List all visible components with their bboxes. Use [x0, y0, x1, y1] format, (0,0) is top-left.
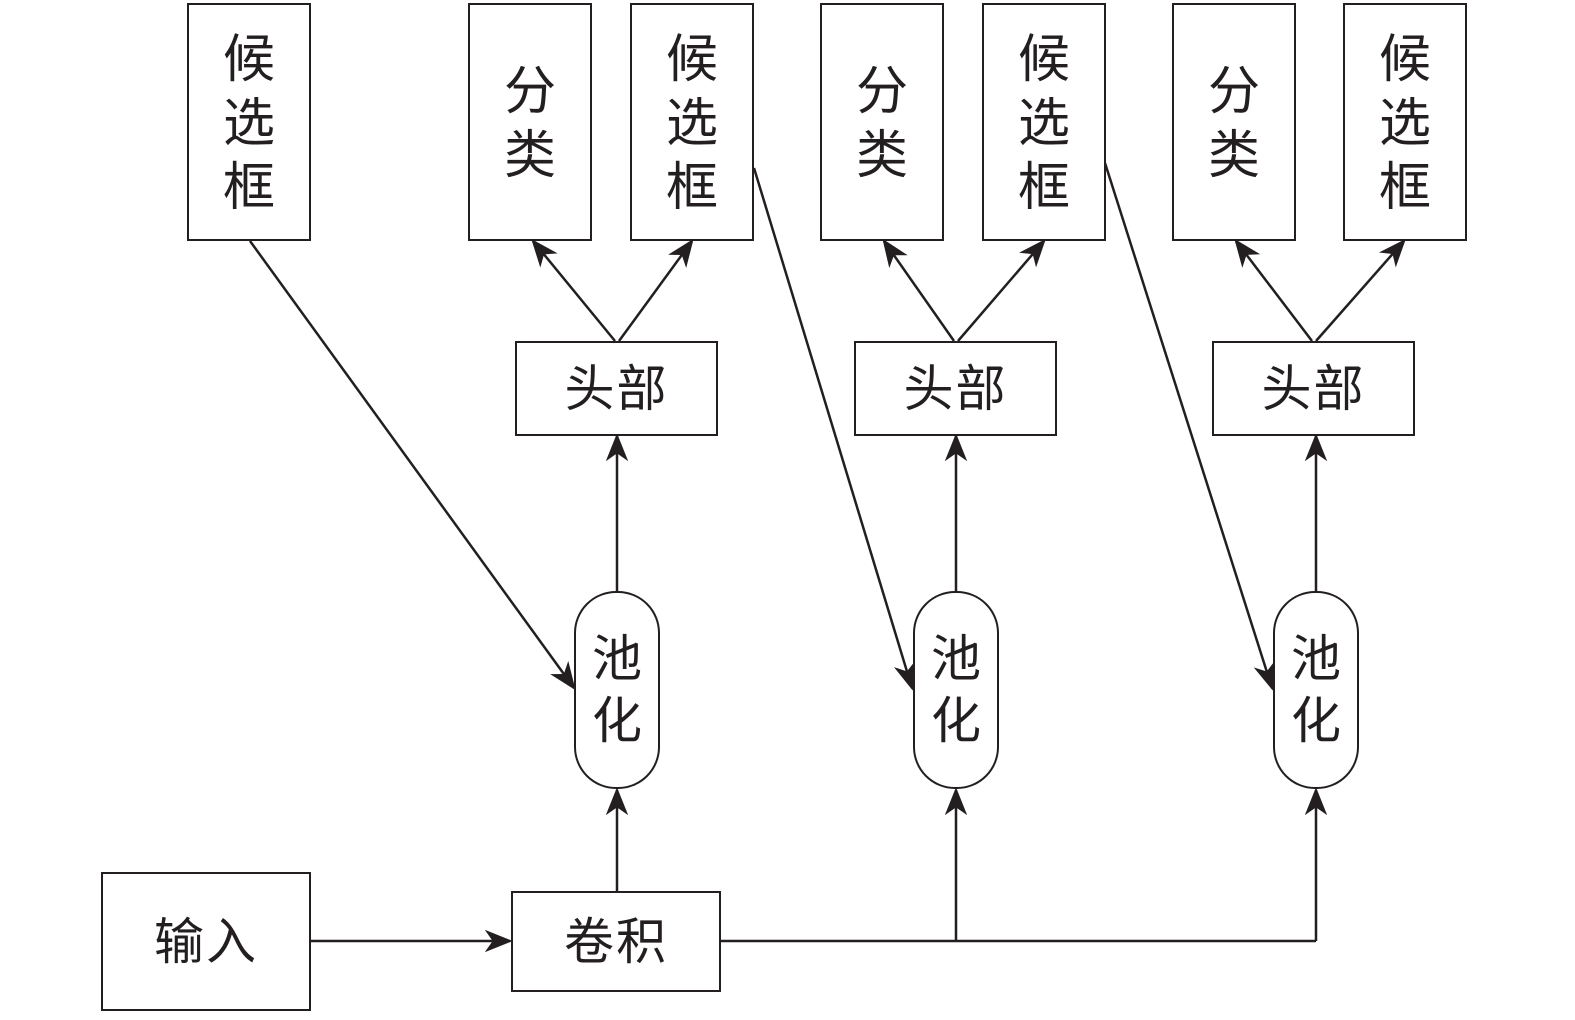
- arrow-head-1-to-box-1: [617, 238, 694, 342]
- arrow-head-2-to-box-2: [957, 238, 1046, 342]
- arrow-head-3-to-cls-3: [1234, 238, 1313, 342]
- input-box: 输入: [101, 872, 311, 1011]
- arrow-head-3-to-box-3: [1315, 238, 1406, 342]
- cls-box-2: 分类: [820, 3, 944, 241]
- pool-2-label: 池化: [931, 630, 981, 750]
- cls-3-label: 分类: [1208, 62, 1261, 186]
- arrow-head-2-to-cls-2: [882, 238, 956, 342]
- proposal-1-label: 候选框: [666, 30, 719, 218]
- head-1-label: 头部: [564, 359, 669, 418]
- proposal-box-3: 候选框: [1343, 3, 1467, 241]
- pool-node-1: 池化: [574, 591, 660, 789]
- head-2-label: 头部: [903, 359, 1008, 418]
- head-box-1: 头部: [515, 341, 718, 436]
- proposal-0-label: 候选框: [223, 30, 276, 218]
- arrow-box-2-to-pool-3: [1103, 162, 1276, 691]
- pool-node-3: 池化: [1273, 591, 1359, 789]
- head-box-3: 头部: [1212, 341, 1415, 436]
- cls-box-1: 分类: [468, 3, 592, 241]
- arrow-proposal-0-to-pool-1: [248, 240, 576, 691]
- head-box-2: 头部: [854, 341, 1057, 436]
- pool-1-label: 池化: [592, 630, 642, 750]
- arrow-head-1-to-cls-1: [531, 238, 616, 342]
- pool-node-2: 池化: [913, 591, 999, 789]
- proposal-3-label: 候选框: [1379, 30, 1432, 218]
- proposal-box-1: 候选框: [630, 3, 754, 241]
- conv-label: 卷积: [564, 912, 668, 971]
- cls-2-label: 分类: [856, 62, 909, 186]
- conv-box: 卷积: [511, 891, 721, 992]
- cls-box-3: 分类: [1172, 3, 1296, 241]
- proposal-2-label: 候选框: [1018, 30, 1071, 218]
- arrow-box-1-to-pool-2: [752, 167, 916, 691]
- pool-3-label: 池化: [1291, 630, 1341, 750]
- proposal-box-2: 候选框: [982, 3, 1106, 241]
- proposal-box-0: 候选框: [187, 3, 311, 241]
- cls-1-label: 分类: [504, 62, 557, 186]
- input-label: 输入: [154, 912, 258, 971]
- head-3-label: 头部: [1261, 359, 1366, 418]
